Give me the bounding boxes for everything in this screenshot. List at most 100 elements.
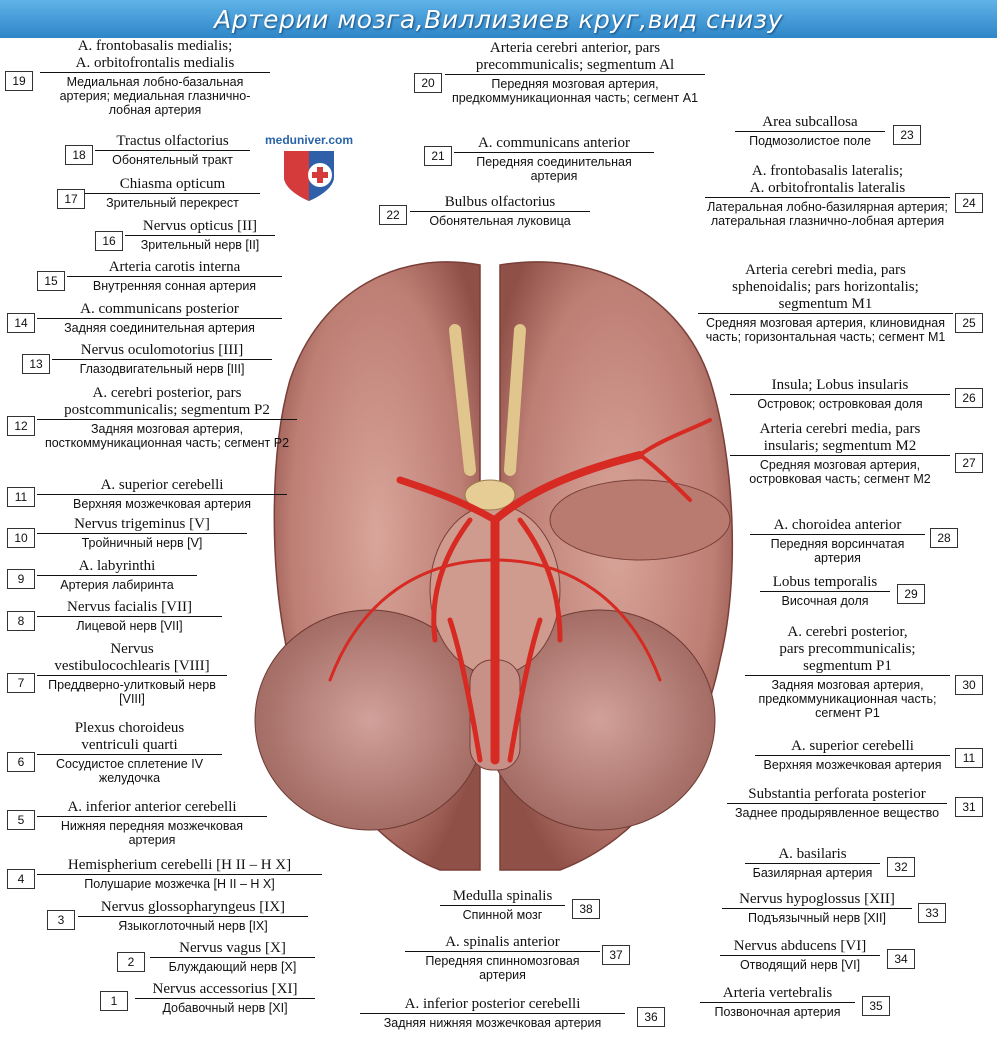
label-number: 35 <box>862 996 890 1016</box>
label-number: 21 <box>424 146 452 166</box>
latin-term: Nervus abducens [VI] <box>733 938 867 954</box>
label-number: 32 <box>887 857 915 877</box>
label-number: 22 <box>379 205 407 225</box>
label-number: 31 <box>955 797 983 817</box>
latin-term: Hemispherium cerebelli [H II – H X] <box>67 857 292 873</box>
russian-term: Задняя нижняя мозжечковая артерия <box>360 1013 625 1030</box>
label-number: 25 <box>955 313 983 333</box>
title-banner: Артерии мозга,Виллизиев круг,вид снизу <box>0 0 997 38</box>
label-number: 12 <box>7 416 35 436</box>
latin-term: A. frontobasalis lateralis; A. orbitofro… <box>749 163 906 196</box>
russian-term: Задняя мозговая артерия, предкоммуникаци… <box>745 675 950 720</box>
label-4: Hemispherium cerebelli [H II – H X] Полу… <box>37 857 322 891</box>
arteries <box>328 418 712 765</box>
label-18: Tractus olfactorius Обонятельный тракт <box>95 133 250 167</box>
latin-term: A. choroidea anterior <box>773 517 902 533</box>
label-number: 16 <box>95 231 123 251</box>
latin-term: Arteria cerebri anterior, pars precommun… <box>475 40 675 73</box>
latin-term: A. superior cerebelli <box>100 477 224 493</box>
russian-term: Латеральная лобно-базилярная артерия; ла… <box>705 197 950 228</box>
latin-term: A. basilaris <box>778 846 847 862</box>
russian-term: Сосудистое сплетение IV желудочка <box>37 754 222 785</box>
russian-term: Внутренняя сонная артерия <box>67 276 282 293</box>
label-31: Substantia perforata posterior Заднее пр… <box>727 786 947 820</box>
label-number: 33 <box>918 903 946 923</box>
latin-term: Nervus glossopharyngeus [IX] <box>100 899 286 915</box>
russian-term: Базилярная артерия <box>745 863 880 880</box>
russian-term: Средняя мозговая артерия, островковая ча… <box>730 455 950 486</box>
latin-term: A. communicans posterior <box>80 301 239 317</box>
label-number: 24 <box>955 193 983 213</box>
label-13: Nervus oculomotorius [III] Глазодвигател… <box>52 342 272 376</box>
label-14: A. communicans posterior Задняя соединит… <box>37 301 282 335</box>
label-number: 28 <box>930 528 958 548</box>
label-11: A. superior cerebelli Верхняя мозжечкова… <box>37 477 287 511</box>
label-26: Insula; Lobus insularis Островок; остров… <box>730 377 950 411</box>
label-number: 1 <box>100 991 128 1011</box>
russian-term: Позвоночная артерия <box>700 1002 855 1019</box>
label-number: 7 <box>7 673 35 693</box>
russian-term: Глазодвигательный нерв [III] <box>52 359 272 376</box>
label-24: A. frontobasalis lateralis; A. orbitofro… <box>705 163 950 228</box>
label-3: Nervus glossopharyngeus [IX] Языкоглоточ… <box>78 899 308 933</box>
russian-term: Преддверно-улитковый нерв [VIII] <box>37 675 227 706</box>
latin-term: Chiasma opticum <box>119 176 226 192</box>
label-10: Nervus trigeminus [V] Тройничный нерв [V… <box>37 516 247 550</box>
latin-term: A. frontobasalis medialis; A. orbitofron… <box>75 38 235 71</box>
russian-term: Языкоглоточный нерв [IX] <box>78 916 308 933</box>
label-number: 23 <box>893 125 921 145</box>
label-8: Nervus facialis [VII] Лицевой нерв [VII] <box>37 599 222 633</box>
russian-term: Лицевой нерв [VII] <box>37 616 222 633</box>
latin-term: Nervus vestibulocochlearis [VIII] <box>54 641 210 674</box>
label-number: 4 <box>7 869 35 889</box>
label-19: A. frontobasalis medialis; A. orbitofron… <box>40 38 270 117</box>
label-23: Area subcallosa Подмозолистое поле <box>735 114 885 148</box>
label-28: A. choroidea anterior Передняя ворсинчат… <box>750 517 925 565</box>
label-number: 6 <box>7 752 35 772</box>
latin-term: A. labyrinthi <box>78 558 156 574</box>
russian-term: Передняя соединительная артерия <box>454 152 654 183</box>
latin-term: Arteria carotis interna <box>108 259 241 275</box>
label-35: Arteria vertebralis Позвоночная артерия <box>700 985 855 1019</box>
latin-term: Bulbus olfactorius <box>444 194 556 210</box>
latin-term: Nervus oculomotorius [III] <box>80 342 244 358</box>
label-36: A. inferior posterior cerebelli Задняя н… <box>360 996 625 1030</box>
label-7: Nervus vestibulocochlearis [VIII] Преддв… <box>37 641 227 706</box>
russian-term: Подъязычный нерв [XII] <box>722 908 912 925</box>
label-number: 26 <box>955 388 983 408</box>
russian-term: Отводящий нерв [VI] <box>720 955 880 972</box>
latin-term: Nervus trigeminus [V] <box>74 516 210 532</box>
russian-term: Артерия лабиринта <box>37 575 197 592</box>
temporal-lobe <box>549 479 731 561</box>
russian-term: Передняя спинномозговая артерия <box>405 951 600 982</box>
russian-term: Обонятельный тракт <box>95 150 250 167</box>
label-37: A. spinalis anterior Передняя спинномозг… <box>405 934 600 982</box>
olfactory-left <box>449 324 476 476</box>
latin-term: Lobus temporalis <box>772 574 878 590</box>
label-number: 34 <box>887 949 915 969</box>
label-38: Medulla spinalis Спинной мозг <box>440 888 565 922</box>
russian-term: Блуждающий нерв [X] <box>150 957 315 974</box>
latin-term: Nervus accessorius [XI] <box>152 981 298 997</box>
label-number: 2 <box>117 952 145 972</box>
label-number: 10 <box>7 528 35 548</box>
latin-term: Insula; Lobus insularis <box>771 377 909 393</box>
site-logo: meduniver.com <box>254 133 364 210</box>
label-6: Plexus choroideus ventriculi quarti Сосу… <box>37 720 222 785</box>
russian-term: Средняя мозговая артерия, клиновидная ча… <box>698 313 953 344</box>
russian-term: Заднее продырявленное вещество <box>727 803 947 820</box>
label-25: Arteria cerebri media, pars sphenoidalis… <box>698 262 953 344</box>
latin-term: Nervus opticus [II] <box>142 218 258 234</box>
label-number: 15 <box>37 271 65 291</box>
latin-term: Arteria cerebri media, pars insularis; s… <box>759 421 921 454</box>
logo-text: meduniver.com <box>264 133 354 147</box>
latin-term: Arteria vertebralis <box>722 985 833 1001</box>
label-number: 20 <box>414 73 442 93</box>
russian-term: Обонятельная луковица <box>410 211 590 228</box>
label-number: 27 <box>955 453 983 473</box>
latin-term: Nervus hypoglossus [XII] <box>739 891 895 907</box>
russian-term: Островок; островковая доля <box>730 394 950 411</box>
label-11-right: A. superior cerebelli Верхняя мозжечкова… <box>755 738 950 772</box>
russian-term: Медиальная лобно-базальная артерия; меди… <box>40 72 270 117</box>
